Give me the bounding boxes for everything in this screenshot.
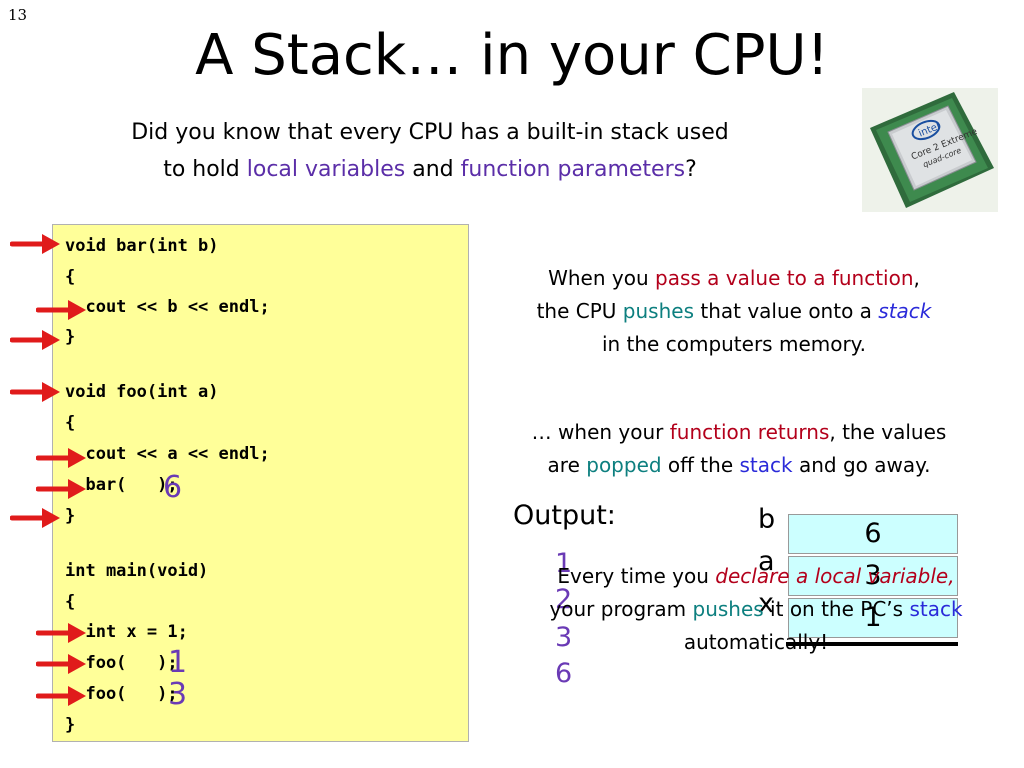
handwritten-arg-bar: 6 — [163, 470, 183, 505]
slide-title: A Stack… in your CPU! — [195, 23, 829, 88]
handwritten-arg-foo-2: 3 — [168, 677, 188, 712]
stack-base-line — [786, 642, 958, 646]
popped-highlight: popped — [586, 453, 662, 477]
desc-text: , the values — [829, 420, 947, 444]
intro-text-part: ? — [685, 157, 697, 182]
desc-line: automatically! — [683, 630, 829, 654]
pass-value-highlight: pass a value to a function — [655, 266, 914, 290]
code-line: void bar(int b) — [65, 236, 219, 256]
intro-line-2: to hold local variables and function par… — [10, 151, 850, 188]
desc-line: the CPU pushes that value onto a stack — [474, 295, 994, 328]
desc-line: in the computers memory. — [601, 332, 867, 356]
stack-highlight: stack — [909, 597, 963, 621]
desc-text: … when your — [531, 420, 670, 444]
code-line: } — [65, 506, 76, 526]
function-returns-highlight: function returns — [669, 420, 830, 444]
desc-text: the CPU — [536, 299, 623, 323]
code-line: { — [65, 413, 76, 433]
arrow-icon — [10, 330, 60, 350]
intro-text-part: to hold — [163, 157, 247, 182]
output-label: Output: — [513, 500, 616, 531]
pass-value-description: When you pass a value to a function, the… — [474, 262, 994, 361]
intro-text: Did you know that every CPU has a built-… — [10, 114, 850, 188]
code-line: foo( ); — [65, 653, 178, 673]
output-value: 3 — [555, 622, 573, 653]
desc-line: … when your function returns, the values — [474, 416, 1004, 449]
desc-text: and go away. — [792, 453, 931, 477]
arrow-icon — [36, 654, 86, 674]
arrow-icon — [10, 382, 60, 402]
code-line: foo( ); — [65, 684, 178, 704]
declare-highlight: declare a local variable, — [715, 564, 955, 588]
desc-line: are popped off the stack and go away. — [474, 449, 1004, 482]
cpu-chip-image: intel Core 2 Extreme quad-core — [862, 88, 998, 212]
declare-description: Every time you declare a local variable,… — [494, 560, 1018, 659]
code-line: int x = 1; — [65, 622, 188, 642]
desc-text: that value onto a — [694, 299, 879, 323]
pushes-highlight: pushes — [622, 299, 694, 323]
arrow-icon — [36, 623, 86, 643]
slide-number: 13 — [8, 6, 28, 24]
intro-text-part: and — [405, 157, 461, 182]
pushes-highlight: pushes — [692, 597, 764, 621]
desc-text: it on the PC’s — [763, 597, 910, 621]
code-line: void foo(int a) — [65, 382, 219, 402]
stack-highlight: stack — [739, 453, 793, 477]
arrow-icon — [36, 686, 86, 706]
desc-line: When you pass a value to a function, — [474, 262, 994, 295]
code-line: cout << a << endl; — [65, 444, 270, 464]
arrow-icon — [10, 508, 60, 528]
desc-text: are — [547, 453, 587, 477]
desc-text: , — [913, 266, 920, 290]
desc-text: When you — [548, 266, 656, 290]
arrow-icon — [36, 300, 86, 320]
desc-line: Every time you declare a local variable, — [494, 560, 1018, 593]
desc-text: off the — [661, 453, 740, 477]
desc-text: Every time you — [557, 564, 716, 588]
handwritten-arg-foo-1: 1 — [168, 645, 188, 680]
local-variables-highlight: local variables — [246, 157, 406, 182]
stack-label-a: a — [758, 546, 775, 577]
function-parameters-highlight: function parameters — [460, 157, 686, 182]
code-line: } — [65, 327, 76, 347]
output-value: 2 — [555, 584, 573, 615]
stack-label-b: b — [758, 504, 776, 535]
return-description: … when your function returns, the values… — [474, 416, 1004, 482]
code-line: int main(void) — [65, 561, 209, 581]
stack-cell-x: 1 — [788, 598, 958, 638]
desc-text: your program — [549, 597, 693, 621]
arrow-icon — [36, 448, 86, 468]
output-value: 6 — [555, 658, 573, 689]
code-line: cout << b << endl; — [65, 297, 270, 317]
arrow-icon — [36, 479, 86, 499]
arrow-icon — [10, 234, 60, 254]
output-value: 1 — [555, 548, 573, 579]
stack-label-x: x — [758, 588, 774, 619]
code-panel: void bar(int b) { cout << b << endl; } v… — [52, 224, 469, 742]
intro-line-1: Did you know that every CPU has a built-… — [131, 120, 729, 145]
desc-line: your program pushes it on the PC’s stack — [494, 593, 1018, 626]
stack-highlight: stack — [878, 299, 932, 323]
code-line: } — [65, 715, 76, 735]
stack-cell-b: 6 — [788, 514, 958, 554]
code-line: bar( ); — [65, 475, 178, 495]
stack-cell-a: 3 — [788, 556, 958, 596]
code-line: { — [65, 267, 76, 287]
code-line: { — [65, 592, 76, 612]
